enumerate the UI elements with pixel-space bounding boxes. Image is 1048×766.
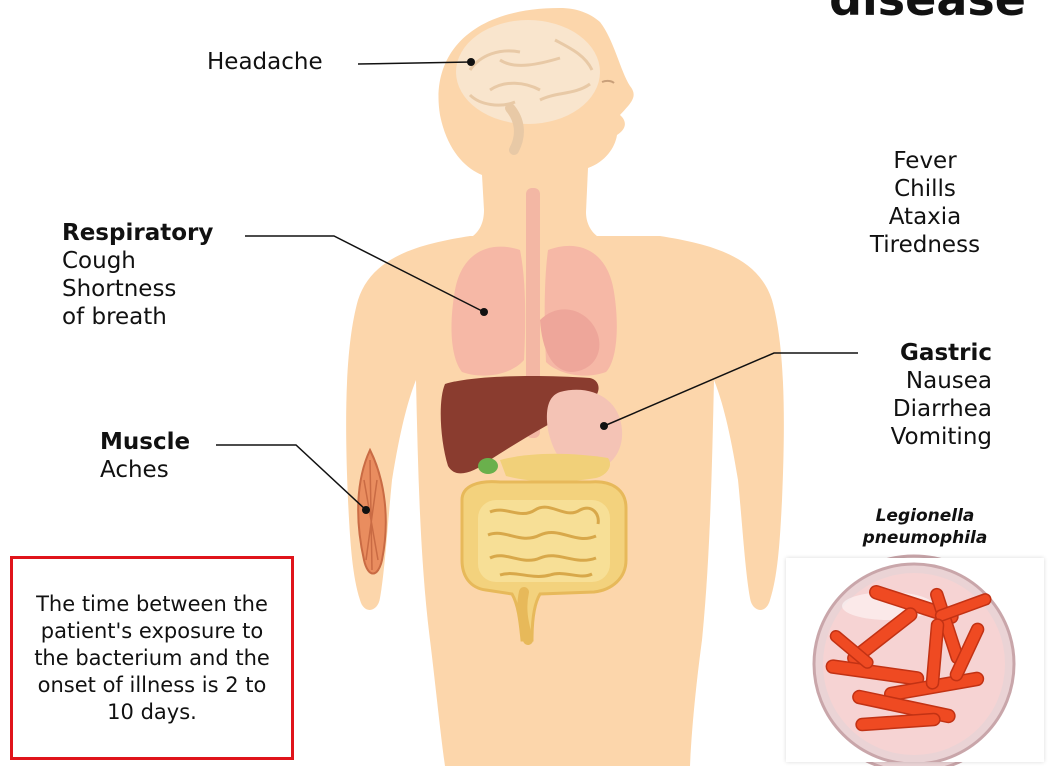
gastric-item: Vomiting [850, 423, 992, 451]
small-intestine [478, 500, 610, 582]
bacteria-dish-overlay [786, 558, 1044, 762]
gastric-heading: Gastric [850, 339, 992, 367]
label-gastric: Gastric Nausea Diarrhea Vomiting [850, 339, 992, 451]
bacteria-caption-line2: pneumophila [820, 527, 1030, 549]
pancreas [500, 454, 610, 482]
label-respiratory: Respiratory Cough Shortness of breath [62, 219, 213, 331]
respiratory-heading: Respiratory [62, 219, 213, 247]
general-item: Fever [850, 147, 1000, 175]
headache-text: Headache [207, 48, 323, 76]
general-item: Tiredness [850, 231, 1000, 259]
rectum [522, 592, 528, 640]
incubation-note-text: The time between the patient's exposure … [23, 591, 281, 726]
respiratory-item: Shortness [62, 275, 213, 303]
general-item: Chills [850, 175, 1000, 203]
respiratory-item: Cough [62, 247, 213, 275]
label-muscle: Muscle Aches [100, 428, 190, 484]
gallbladder [478, 458, 498, 474]
general-item: Ataxia [850, 203, 1000, 231]
title-partial: disease [829, 0, 1026, 24]
muscle-callout [216, 445, 366, 510]
bacteria-caption-line1: Legionella [820, 505, 1030, 527]
label-headache: Headache [207, 48, 323, 76]
label-general: Fever Chills Ataxia Tiredness [850, 147, 1000, 259]
gastric-item: Diarrhea [850, 395, 992, 423]
muscle-item: Aches [100, 456, 190, 484]
respiratory-item: of breath [62, 303, 213, 331]
bacteria-caption: Legionella pneumophila [820, 505, 1030, 549]
gastric-item: Nausea [850, 367, 992, 395]
incubation-note-box: The time between the patient's exposure … [10, 556, 294, 760]
muscle-heading: Muscle [100, 428, 190, 456]
